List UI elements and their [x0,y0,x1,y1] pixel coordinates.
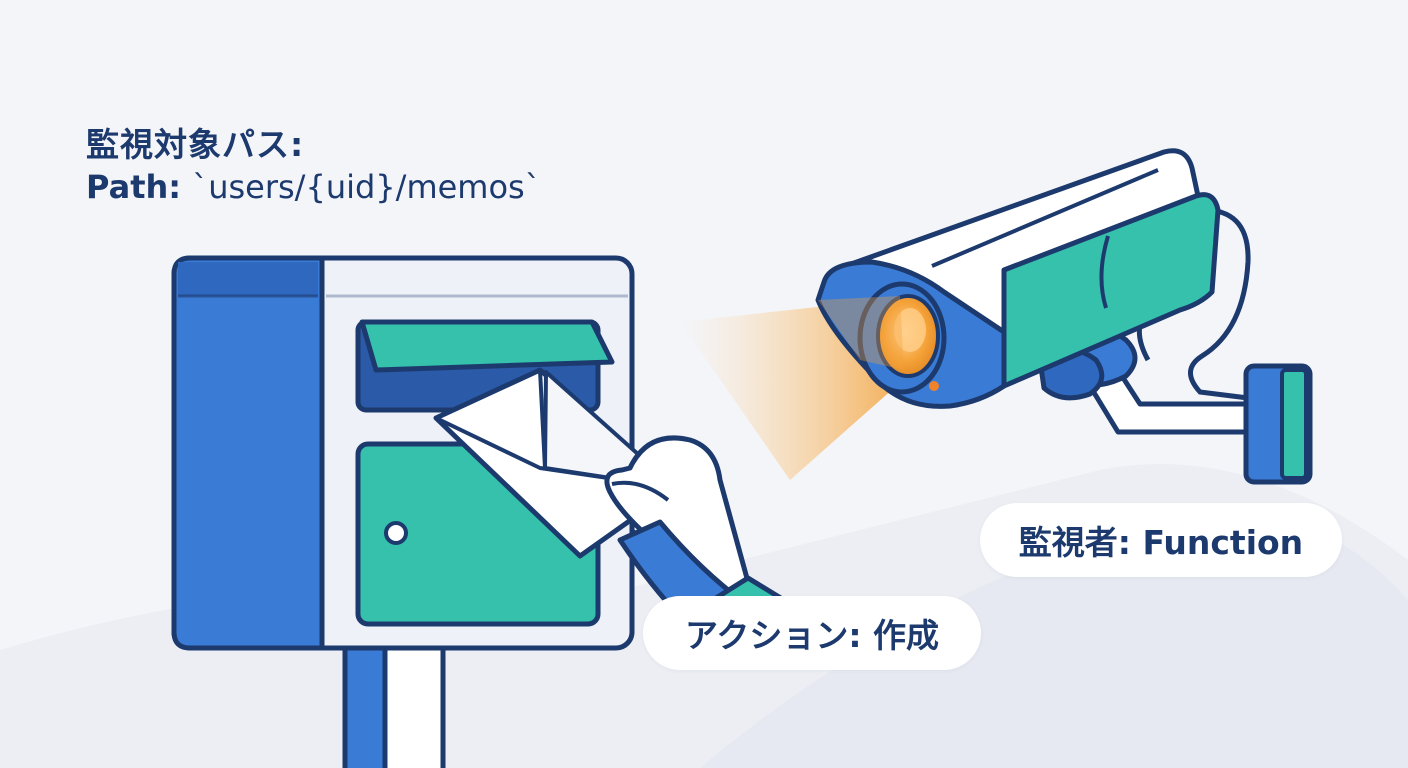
action-label-text: アクション: 作成 [684,616,940,655]
action-label: アクション: 作成 [643,596,981,670]
path-prefix: Path: [86,168,193,206]
mailbox-post [342,637,446,768]
watcher-label: 監視者: Function [980,503,1342,577]
security-camera [815,148,1221,409]
mailbox [171,255,635,651]
monitored-path-heading: 監視対象パス: [86,125,305,164]
watcher-label-text: 監視者: Function [1018,523,1304,562]
monitored-path-value: Path: `users/{uid}/memos` [86,168,541,206]
path-text: `users/{uid}/memos` [192,168,541,206]
